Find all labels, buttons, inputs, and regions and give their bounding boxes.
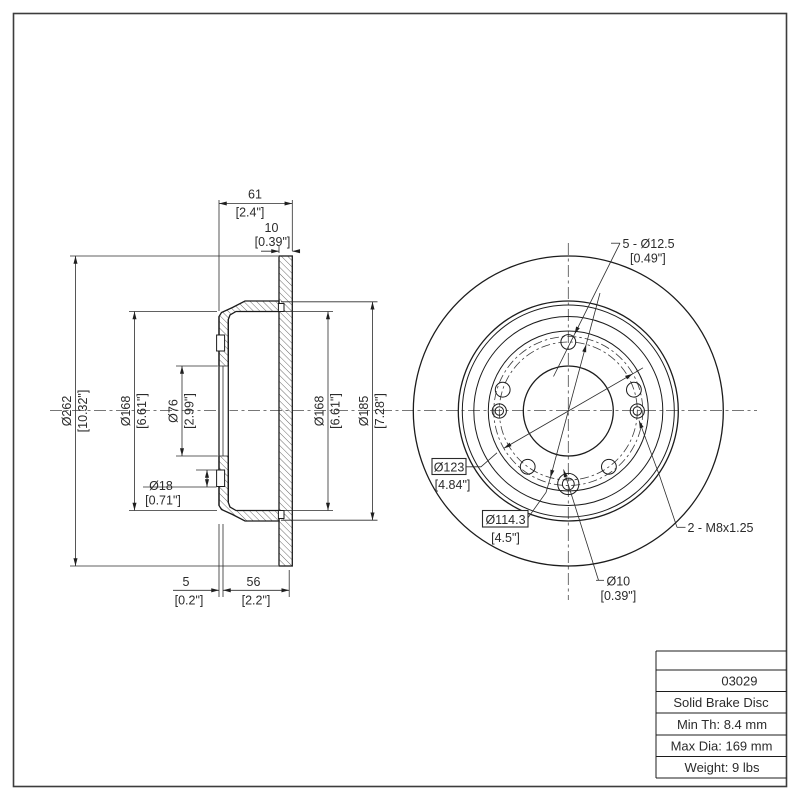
- page-border: [12, 12, 788, 788]
- flange-notch-top: [277, 303, 285, 312]
- hat-circle: [473, 316, 664, 506]
- label-bcd-114: Ø114.3 [4.5"]: [481, 292, 601, 545]
- dim-flange-in: [7.28"]: [373, 393, 387, 429]
- hole10-label-in: [0.39"]: [601, 589, 637, 603]
- dim-outer-diameter-262: Ø262 [10.32"]: [60, 255, 278, 567]
- bcd114-label: Ø114.3: [485, 513, 525, 527]
- hat-shoulder-circle: [487, 330, 649, 492]
- part-number: 03029: [721, 674, 757, 689]
- flange-notch-bottom: [277, 510, 285, 519]
- dim-od-mm: Ø262: [60, 396, 74, 427]
- bolt-hole-section-bottom: [216, 469, 226, 487]
- bolt-holes-label-in: [0.49"]: [630, 252, 666, 266]
- bcd123-label-in: [4.84"]: [435, 478, 471, 492]
- label-bolt-holes: 5 - Ø12.5 [0.49"]: [553, 237, 675, 377]
- dim-thickness-in: [0.39"]: [255, 235, 291, 249]
- bcd123-label: Ø123: [434, 460, 465, 474]
- front-view: 5 - Ø12.5 [0.49"] Ø123 [4.84"] Ø114.3 [4…: [412, 237, 754, 603]
- thread-label: 2 - M8x1.25: [688, 521, 754, 535]
- bolt-hole-lower-right: [601, 458, 617, 475]
- dim-hole18-in: [0.71"]: [145, 494, 181, 508]
- m8-hole-left-inner: [494, 406, 504, 416]
- dim-od-in: [10.32"]: [76, 390, 90, 433]
- label-hole10: Ø10 [0.39"]: [563, 469, 637, 603]
- bolt-holes-label: 5 - Ø12.5: [623, 237, 675, 251]
- title-block: 03029 Solid Brake Disc Min Th: 8.4 mm Ma…: [655, 650, 787, 779]
- dim-width-mm: 61: [248, 188, 262, 202]
- pilot-bore: [217, 366, 230, 456]
- dim-flange-185: Ø185 [7.28"]: [281, 301, 387, 521]
- flange-circle: [457, 300, 679, 522]
- dim-offset5-in: [0.2"]: [175, 594, 204, 608]
- dim-thickness-mm: 10: [265, 221, 279, 235]
- dim-offset5-mm: 5: [183, 575, 190, 589]
- label-thread: 2 - M8x1.25: [638, 420, 754, 535]
- dim-hat-right-mm: Ø168: [313, 396, 327, 427]
- dim-hat-left-mm: Ø168: [119, 396, 133, 427]
- m8-hole-right-inner: [632, 406, 642, 416]
- flange-inner-circle: [461, 304, 675, 518]
- dim-hat-diameter-right-168: Ø168 [6.61"]: [283, 311, 343, 511]
- dim-hole-18: Ø18 [0.71"]: [143, 469, 217, 508]
- dim-hat-diameter-left-168: Ø168 [6.61"]: [119, 311, 217, 511]
- bolt-hole-lower-left: [519, 458, 536, 475]
- dim-pilot-76: Ø76 [2.99"]: [167, 365, 218, 457]
- dim-flange-mm: Ø185: [357, 396, 371, 427]
- dim-thickness-10: 10 [0.39"]: [255, 221, 301, 254]
- bolt-circle-114: [498, 341, 638, 481]
- hole10-inner: [561, 477, 575, 491]
- hat-section: [218, 300, 280, 522]
- dim-pilot-in: [2.99"]: [183, 393, 197, 429]
- dim-width-61: 61 [2.4"]: [218, 188, 293, 311]
- bolt-circle-123: [493, 336, 644, 486]
- dim-hat-left-in: [6.61"]: [135, 393, 149, 429]
- dim-depth56-in: [2.2"]: [242, 594, 271, 608]
- bolt-hole-section-top: [216, 334, 226, 352]
- disc-section: [278, 255, 293, 567]
- dim-bottom-5-56: 5 [0.2"] 56 [2.2"]: [173, 524, 290, 608]
- bcd114-label-in: [4.5"]: [491, 531, 520, 545]
- hole10-label: Ø10: [607, 575, 631, 589]
- max-diameter: Max Dia: 169 mm: [671, 739, 773, 754]
- dim-pilot-mm: Ø76: [167, 399, 181, 423]
- part-description: Solid Brake Disc: [673, 695, 769, 710]
- min-thickness: Min Th: 8.4 mm: [677, 717, 767, 732]
- label-bcd-123: Ø123 [4.84"]: [431, 367, 644, 492]
- dim-depth56-mm: 56: [247, 575, 261, 589]
- dim-width-in: [2.4"]: [236, 206, 265, 220]
- dim-hole18-mm: Ø18: [149, 479, 173, 493]
- section-view: 61 [2.4"] 10 [0.39"] Ø262 [10.32"] Ø168 …: [60, 188, 387, 608]
- bolt-hole-upper-left: [494, 381, 511, 398]
- dim-hat-right-in: [6.61"]: [329, 393, 343, 429]
- weight: Weight: 9 lbs: [685, 760, 760, 775]
- disc-outer-circle: [412, 255, 724, 567]
